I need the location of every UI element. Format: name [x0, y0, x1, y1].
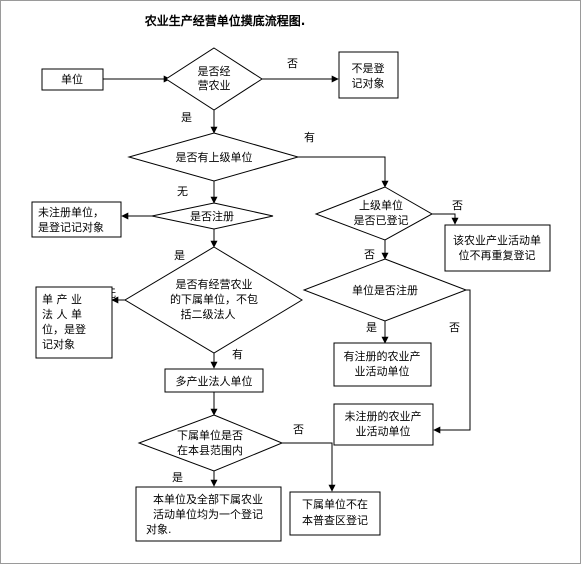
node-d3-registered: 是否注册 — [151, 202, 274, 230]
svg-text:下属单位不在: 下属单位不在 — [302, 497, 368, 511]
label-yes-d7: 是 — [172, 471, 183, 484]
svg-text:活动单位均为一个登记: 活动单位均为一个登记 — [153, 507, 263, 521]
node-all-one-target: 本单位及全部下属农业 活动单位均为一个登记 对象. — [135, 486, 282, 542]
svg-text:对象.: 对象. — [146, 522, 172, 536]
svg-text:是否注册: 是否注册 — [190, 209, 234, 223]
node-multi-industry-unit: 多产业法人单位 — [164, 368, 264, 393]
node-d2-has-parent: 是否有上级单位 — [127, 132, 300, 182]
svg-text:的下属单位，不包: 的下属单位，不包 — [170, 292, 258, 306]
svg-text:本普查区登记: 本普查区登记 — [302, 513, 368, 527]
svg-text:有注册的农业产: 有注册的农业产 — [344, 349, 421, 363]
svg-text:业活动单位: 业活动单位 — [356, 424, 411, 438]
node-not-target: 不是登 记对象 — [338, 51, 399, 99]
svg-text:括二级法人: 括二级法人 — [181, 307, 236, 321]
node-d4-parent-registered: 上级单位 是否已登记 — [314, 186, 434, 241]
svg-text:单位是否注册: 单位是否注册 — [352, 283, 418, 297]
node-registered-activity: 有注册的农业产 业活动单位 — [333, 342, 432, 387]
svg-text:是否有上级单位: 是否有上级单位 — [176, 150, 253, 164]
svg-text:单 产 业: 单 产 业 — [42, 292, 82, 306]
node-d1-operates-agriculture: 是否经 营农业 — [165, 47, 263, 111]
svg-text:多产业法人单位: 多产业法人单位 — [176, 374, 253, 388]
node-not-here: 下属单位不在 本普查区登记 — [289, 491, 381, 536]
connectors — [103, 75, 471, 492]
svg-text:未注册的农业产: 未注册的农业产 — [345, 409, 422, 423]
label-no-d4-down: 否 — [364, 248, 375, 261]
label-have-d5: 有 — [232, 347, 243, 361]
svg-text:位不再重复登记: 位不再重复登记 — [459, 248, 536, 262]
diagram-title: 农业生产经营单位摸底流程图. — [144, 13, 306, 28]
svg-text:上级单位: 上级单位 — [359, 198, 403, 212]
svg-text:是否有经营农业: 是否有经营农业 — [176, 277, 253, 291]
node-d6-unit-registered: 单位是否注册 — [302, 258, 468, 322]
node-unregistered-unit: 未注册单位， 是登记记对象 — [31, 201, 122, 238]
svg-text:单位: 单位 — [61, 72, 83, 86]
edge-d6-unreg-activity — [433, 289, 471, 434]
svg-text:该农业产业活动单: 该农业产业活动单 — [453, 233, 541, 247]
node-no-repeat: 该农业产业活动单 位不再重复登记 — [444, 224, 551, 272]
svg-text:在本县范围内: 在本县范围内 — [177, 443, 243, 457]
label-yes-d3: 是 — [174, 249, 185, 262]
edge-d4-no-repeat — [432, 213, 459, 225]
svg-text:位，是登: 位，是登 — [42, 322, 86, 336]
label-yes-d1: 是 — [181, 111, 192, 124]
label-yes-d6: 是 — [366, 321, 377, 334]
svg-text:下属单位是否: 下属单位是否 — [177, 428, 243, 442]
node-single-legal-unit: 单 产 业 法 人 单 位，是登 记对象 — [35, 286, 113, 359]
label-none-d2: 无 — [177, 185, 188, 198]
label-no-d4: 否 — [452, 199, 463, 212]
svg-text:营农业: 营农业 — [198, 78, 231, 92]
node-d7-within-county: 下属单位是否 在本县范围内 — [137, 414, 284, 472]
svg-text:业活动单位: 业活动单位 — [355, 364, 410, 378]
node-start: 单位 — [41, 68, 104, 91]
svg-text:记对象: 记对象 — [42, 337, 75, 351]
svg-text:是登记记对象: 是登记记对象 — [38, 220, 104, 234]
node-d5-has-subunits: 是否有经营农业 的下属单位，不包 括二级法人 — [124, 246, 303, 354]
edge-d2-d4 — [298, 156, 389, 188]
label-no-d7: 否 — [293, 423, 304, 436]
edge-d7-not-here — [282, 442, 336, 492]
label-no-d6: 否 — [449, 321, 460, 334]
svg-text:是否已登记: 是否已登记 — [354, 213, 409, 227]
node-unregistered-activity: 未注册的农业产 业活动单位 — [333, 403, 434, 446]
branch-labels: 否 是 有 无 是 否 否 无 有 是 否 否 是 — [105, 57, 463, 484]
svg-text:未注册单位，: 未注册单位， — [38, 205, 104, 219]
label-no-d1: 否 — [287, 57, 298, 70]
svg-text:法 人 单: 法 人 单 — [42, 307, 82, 321]
svg-text:本单位及全部下属农业: 本单位及全部下属农业 — [153, 492, 263, 506]
label-have-d2: 有 — [304, 130, 315, 144]
svg-text:记对象: 记对象 — [352, 76, 385, 90]
svg-text:不是登: 不是登 — [352, 61, 385, 75]
svg-text:是否经: 是否经 — [198, 65, 231, 78]
